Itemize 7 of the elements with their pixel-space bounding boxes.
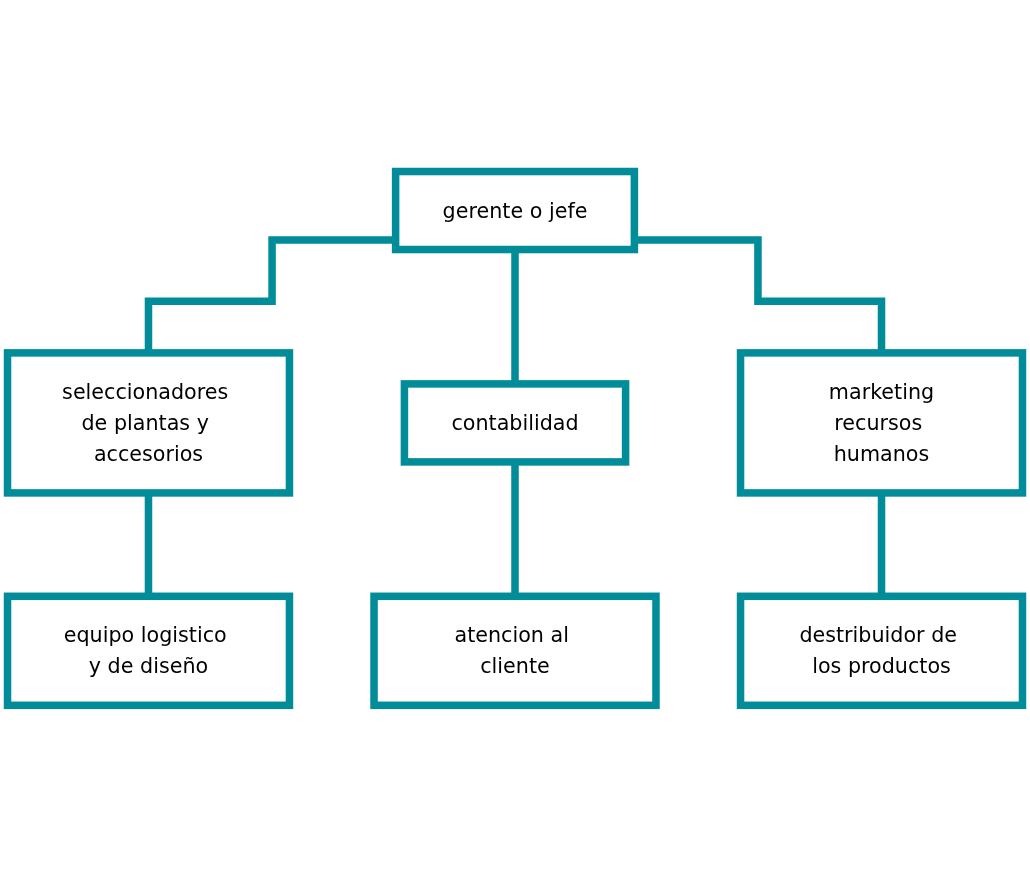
node-box: seleccionadores de plantas y accesorios xyxy=(3,349,294,497)
node-box: destribuidor de los productos xyxy=(736,592,1027,710)
node-box: contabilidad xyxy=(400,380,630,466)
node-box: atencion al cliente xyxy=(370,592,660,710)
node-box: gerente o jefe xyxy=(391,167,639,254)
node-box: marketing recursos humanos xyxy=(736,349,1027,497)
node-box: equipo logistico y de diseño xyxy=(3,592,294,710)
